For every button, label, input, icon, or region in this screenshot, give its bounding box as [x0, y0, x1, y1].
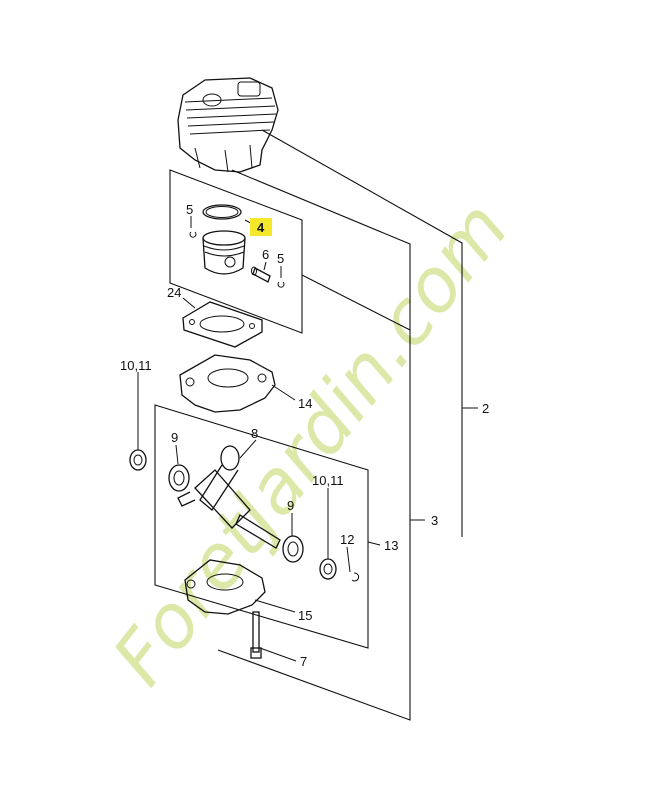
callout-8: 8	[251, 426, 258, 441]
callout-7: 7	[300, 654, 307, 669]
crankcase-lower	[184, 559, 266, 615]
frame-outline-3	[217, 169, 411, 721]
callout-labels: 2 3 4 5 5 6 7 8 9 9 10,11 10,11 12 13 14…	[120, 202, 489, 669]
frame-piston-group	[169, 169, 303, 334]
screw	[250, 611, 262, 659]
circlip-left	[189, 231, 197, 238]
callout-3: 3	[431, 513, 438, 528]
callout-4: 4	[257, 220, 265, 235]
bearing-left	[168, 464, 190, 492]
circlip-12	[351, 572, 360, 582]
callout-10-11-right: 10,11	[312, 473, 344, 488]
seal-left	[129, 449, 147, 471]
crankshaft	[177, 445, 281, 549]
callout-13: 13	[384, 538, 398, 553]
assembly-frames	[154, 129, 463, 721]
piston-pin	[251, 266, 271, 283]
gasket	[182, 301, 263, 348]
frame-outline-2	[261, 129, 463, 537]
crankcase-upper	[179, 354, 276, 413]
frame-link	[301, 274, 411, 331]
callout-9-right: 9	[287, 498, 294, 513]
cylinder-part	[177, 77, 279, 173]
leader-lines	[137, 216, 478, 662]
callout-10-11-left: 10,11	[120, 358, 152, 373]
callout-2: 2	[482, 401, 489, 416]
piston	[202, 230, 246, 275]
watermark-text: ForetJardin.com	[96, 186, 525, 701]
callout-9-left: 9	[171, 430, 178, 445]
watermark: ForetJardin.com	[96, 186, 525, 701]
frame-crankshaft-group	[154, 404, 369, 649]
callout-4-highlight	[250, 218, 272, 236]
piston-ring	[202, 204, 242, 220]
callout-24: 24	[167, 285, 181, 300]
callout-14: 14	[298, 396, 312, 411]
callout-12: 12	[340, 532, 354, 547]
callout-15: 15	[298, 608, 312, 623]
seal-right	[319, 558, 337, 580]
callout-5-right: 5	[277, 251, 284, 266]
callout-6: 6	[262, 247, 269, 262]
bearing-right	[282, 535, 304, 563]
circlip-right	[277, 281, 285, 288]
callout-5-left: 5	[186, 202, 193, 217]
